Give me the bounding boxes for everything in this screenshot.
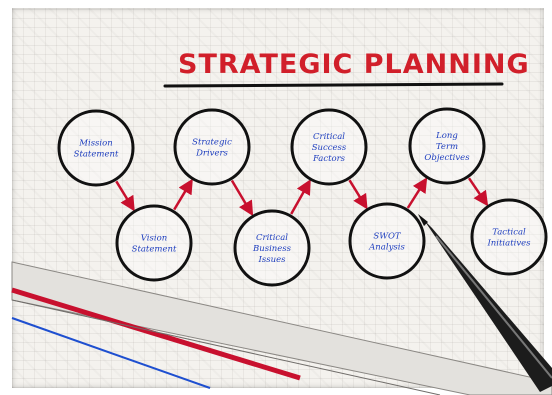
node-label: Term bbox=[436, 142, 458, 152]
node-label: Strategic bbox=[192, 138, 232, 148]
node-label: Vision bbox=[141, 234, 167, 244]
node-label: Mission bbox=[78, 139, 112, 149]
node-label: Statement bbox=[74, 150, 119, 160]
flow-arrow bbox=[115, 180, 135, 212]
node-label: Success bbox=[312, 143, 347, 153]
flow-arrow bbox=[406, 177, 428, 209]
node-label: Statement bbox=[132, 245, 177, 255]
flow-arrow bbox=[173, 178, 193, 211]
flow-arrow bbox=[348, 179, 368, 210]
node-circle bbox=[348, 202, 426, 280]
flow-arrow bbox=[290, 179, 311, 215]
node-label: Business bbox=[252, 244, 292, 254]
flow-arrow bbox=[467, 177, 489, 207]
node-label: Critical bbox=[313, 132, 345, 142]
nodes-layer: MissionStatementVisionStatementStrategic… bbox=[57, 107, 548, 287]
flow-arrow bbox=[230, 179, 254, 217]
node-circle bbox=[173, 108, 251, 186]
node-label: Long bbox=[435, 131, 458, 141]
node-circle bbox=[57, 109, 135, 187]
node-label: Issues bbox=[258, 255, 287, 265]
node-label: Tactical bbox=[492, 228, 526, 238]
paper-background bbox=[12, 8, 544, 388]
node-circle bbox=[470, 198, 548, 276]
node-label: Critical bbox=[256, 233, 288, 243]
node-label: Initiatives bbox=[486, 239, 531, 249]
ruler-graphic bbox=[11, 261, 552, 395]
node-label: Analysis bbox=[368, 243, 405, 253]
diagram-title: STRATEGIC PLANNING bbox=[178, 49, 530, 80]
arrows-layer bbox=[115, 177, 489, 217]
node-label: SWOT bbox=[373, 232, 402, 242]
node-circle bbox=[233, 209, 311, 287]
node-label: Drivers bbox=[195, 149, 228, 159]
pen-graphic bbox=[418, 214, 552, 392]
node-circle bbox=[115, 204, 193, 282]
node-circle bbox=[408, 107, 486, 185]
node-label: Factors bbox=[312, 154, 346, 164]
node-circle bbox=[290, 108, 368, 186]
title-underline bbox=[163, 82, 504, 88]
node-label: Objectives bbox=[424, 153, 470, 163]
